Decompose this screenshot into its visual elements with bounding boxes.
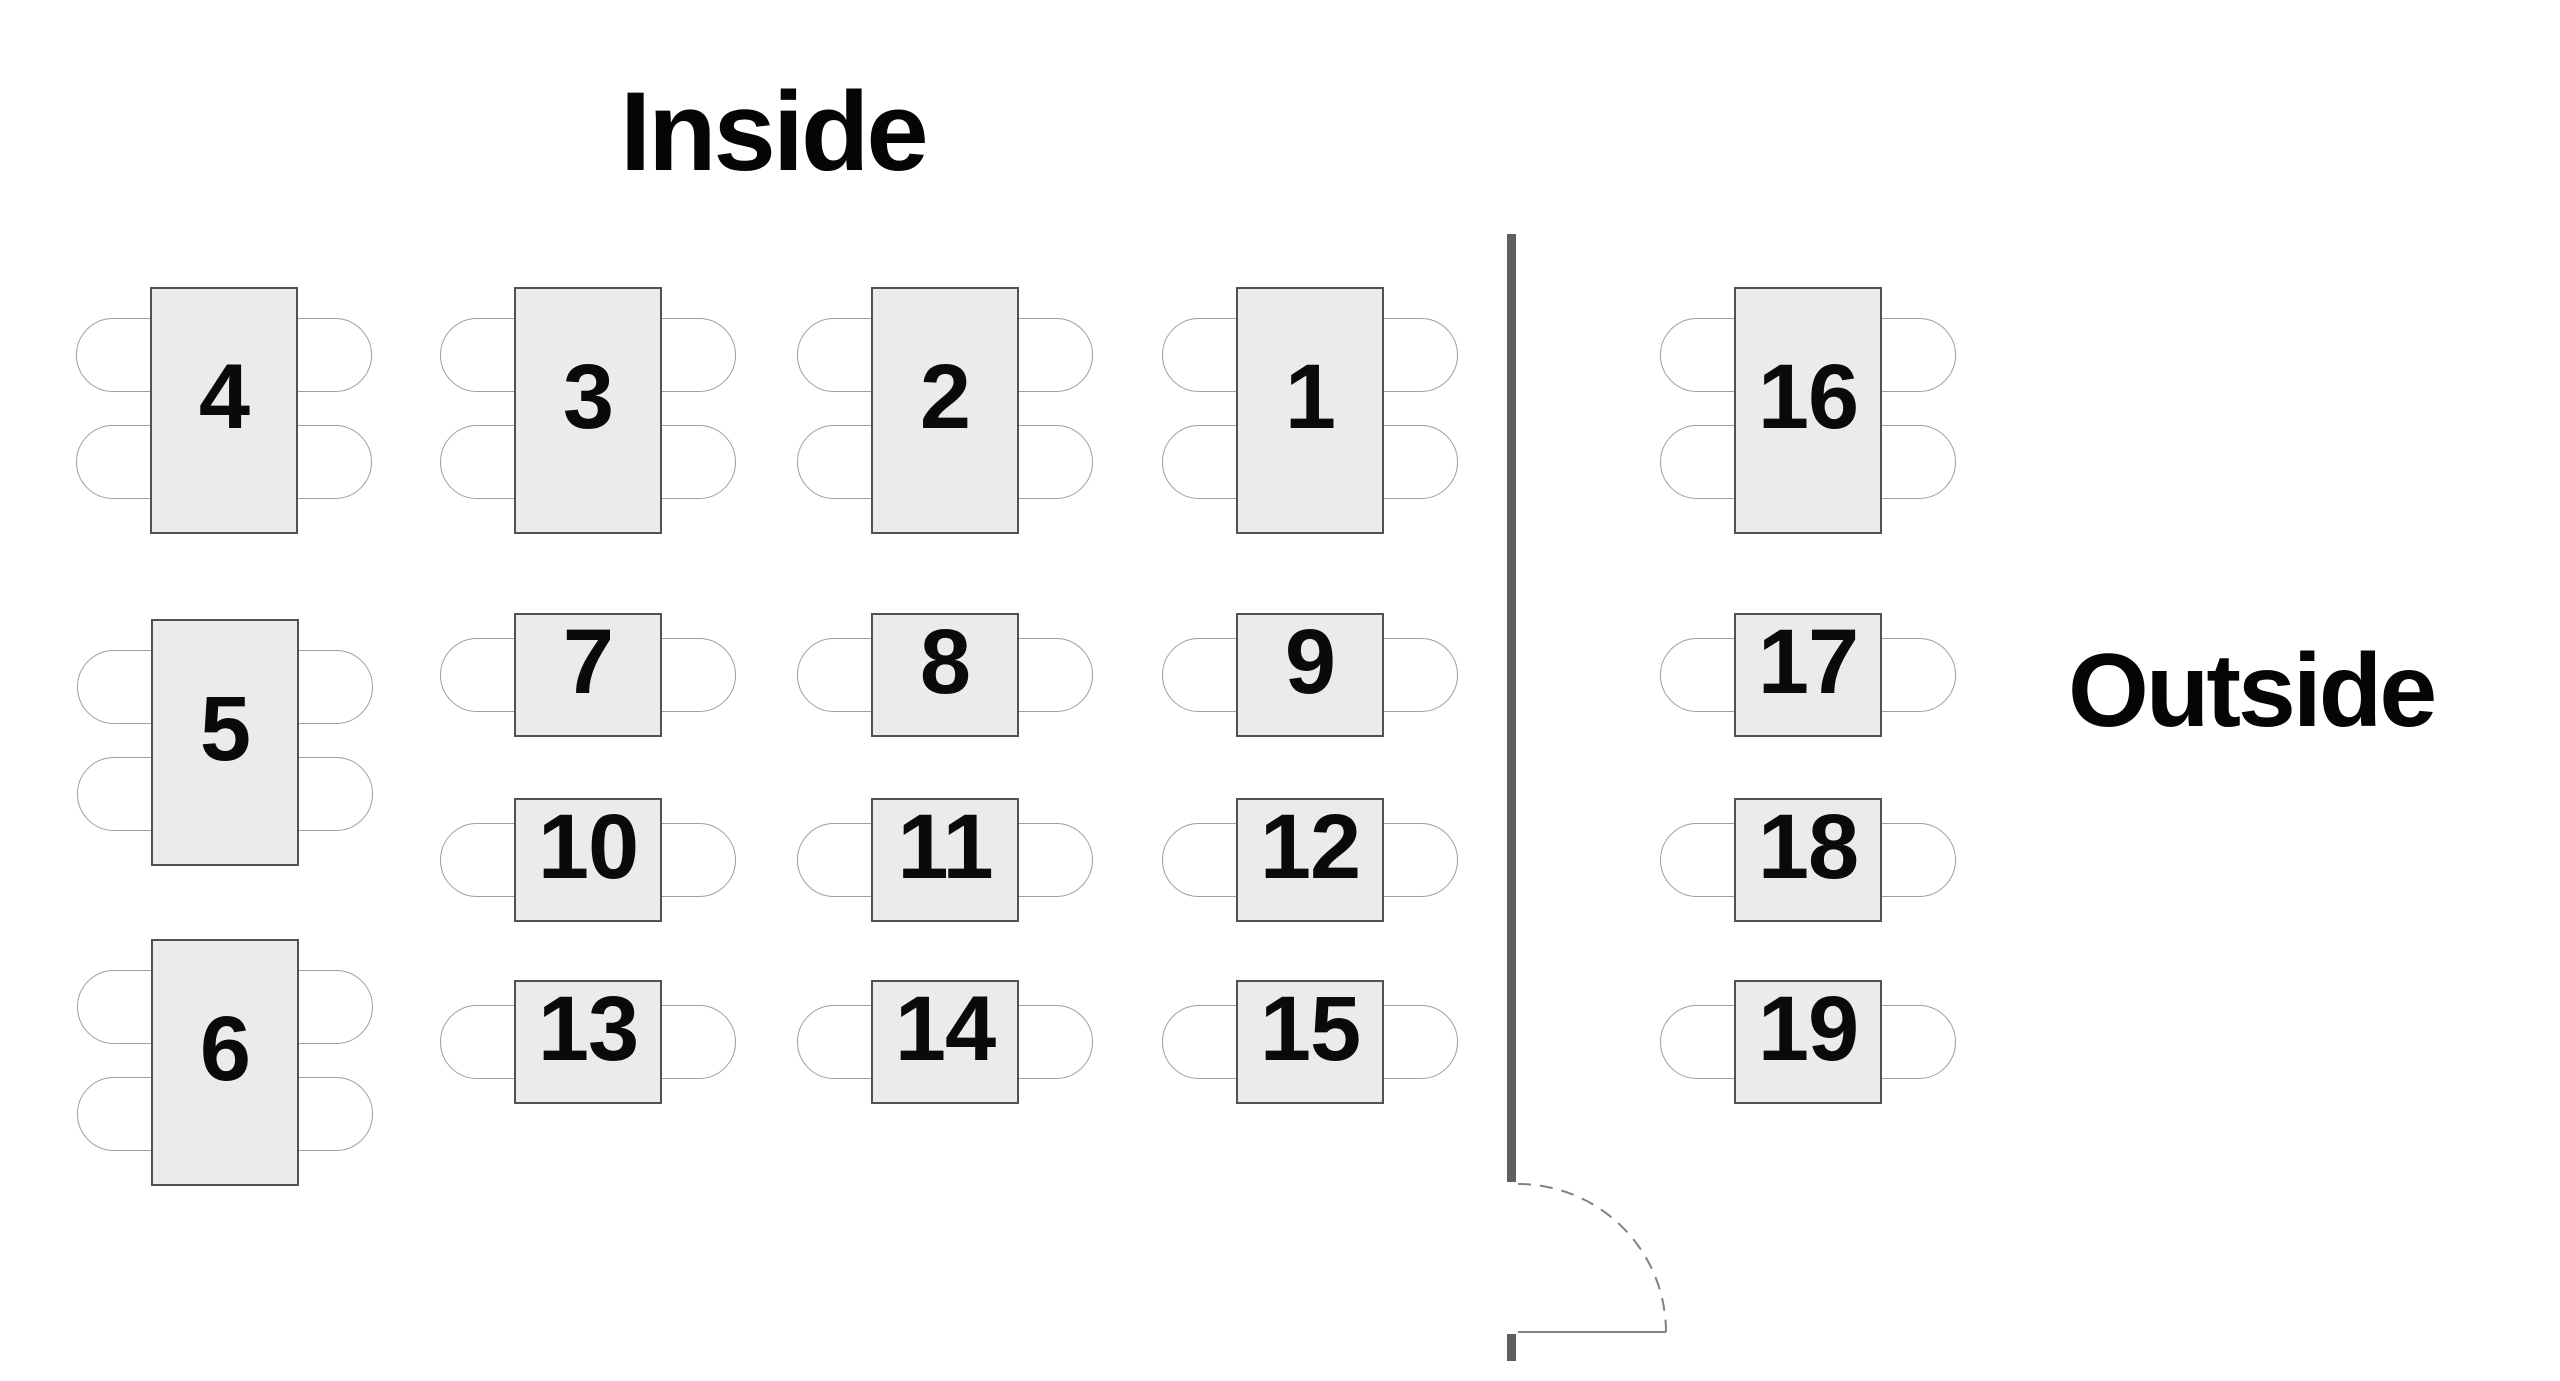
wall-lower-segment	[1507, 1334, 1516, 1361]
table-number: 19	[1757, 978, 1859, 1080]
table-4[interactable]: 4	[150, 287, 298, 534]
table-number: 1	[1284, 346, 1336, 448]
table-number: 5	[199, 678, 251, 780]
table-number: 18	[1757, 796, 1859, 898]
table-2[interactable]: 2	[871, 287, 1019, 534]
table-16[interactable]: 16	[1734, 287, 1882, 534]
table-7[interactable]: 7	[514, 613, 662, 737]
table-number: 16	[1757, 346, 1859, 448]
table-1[interactable]: 1	[1236, 287, 1384, 534]
table-number: 15	[1259, 978, 1361, 1080]
table-number: 6	[199, 998, 251, 1100]
table-number: 10	[537, 796, 639, 898]
table-13[interactable]: 13	[514, 980, 662, 1104]
table-18[interactable]: 18	[1734, 798, 1882, 922]
table-number: 17	[1757, 611, 1859, 713]
table-number: 13	[537, 978, 639, 1080]
table-number: 7	[562, 611, 614, 713]
wall-upper-segment	[1507, 234, 1516, 1182]
table-number: 12	[1259, 796, 1361, 898]
table-number: 4	[198, 346, 250, 448]
table-17[interactable]: 17	[1734, 613, 1882, 737]
table-number: 9	[1284, 611, 1336, 713]
table-number: 11	[897, 796, 993, 898]
table-number: 8	[919, 611, 971, 713]
table-11[interactable]: 11	[871, 798, 1019, 922]
table-number: 3	[562, 346, 614, 448]
table-12[interactable]: 12	[1236, 798, 1384, 922]
table-3[interactable]: 3	[514, 287, 662, 534]
table-5[interactable]: 5	[151, 619, 299, 866]
outside-area-label: Outside	[2068, 633, 2437, 749]
table-number: 14	[894, 978, 996, 1080]
table-9[interactable]: 9	[1236, 613, 1384, 737]
table-6[interactable]: 6	[151, 939, 299, 1186]
table-15[interactable]: 15	[1236, 980, 1384, 1104]
table-8[interactable]: 8	[871, 613, 1019, 737]
table-19[interactable]: 19	[1734, 980, 1882, 1104]
table-10[interactable]: 10	[514, 798, 662, 922]
inside-area-label: Inside	[620, 69, 929, 194]
table-number: 2	[919, 346, 971, 448]
table-14[interactable]: 14	[871, 980, 1019, 1104]
door-swing-arc-icon	[1517, 1183, 1667, 1333]
